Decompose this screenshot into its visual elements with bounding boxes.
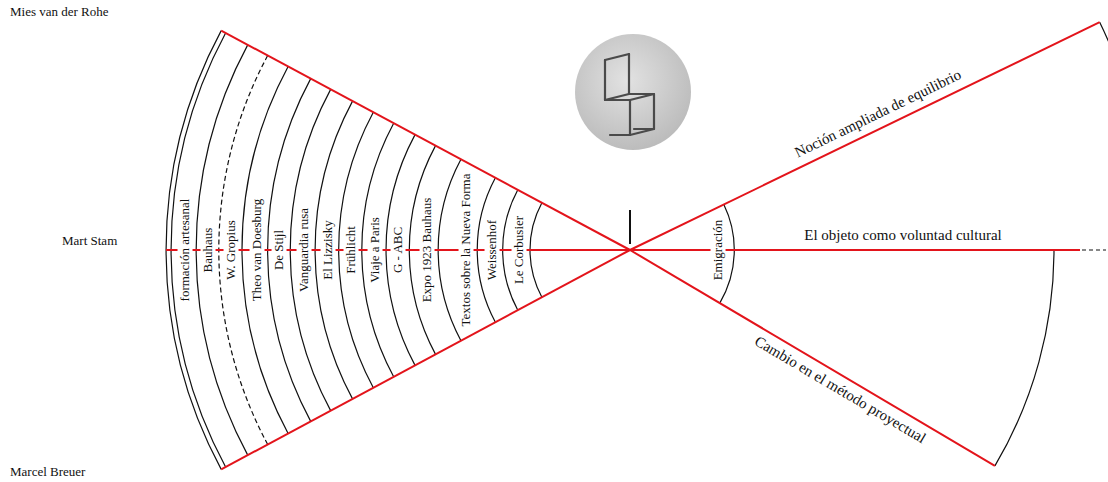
influence-label: Le Corbusier — [512, 214, 527, 286]
arc-label: Emigración — [711, 218, 726, 283]
person-name: Marcel Breuer — [8, 465, 87, 480]
influence-label: Theo van Doesburg — [249, 197, 264, 303]
chair-photo-disc — [575, 34, 691, 150]
influence-label: Bauhaus — [200, 226, 215, 275]
red-axis — [630, 249, 1080, 251]
concept-label: El objeto como voluntad cultural — [802, 227, 1003, 244]
influence-label: Expo 1923 Bauhaus — [420, 196, 435, 305]
influence-label: Textos sobre la Nueva Forma — [459, 172, 474, 329]
outer-arc — [1100, 22, 1108, 177]
influence-label: De Stijl — [272, 228, 287, 272]
influence-label: formación artesanal — [178, 197, 193, 304]
influence-label: Vanguardia rusa — [297, 206, 312, 294]
influence-label: El Lizzisky — [320, 218, 335, 282]
influence-label: Frühlicht — [343, 224, 358, 276]
influence-label: Viaje a Paris — [368, 215, 383, 285]
concept-label: Noción ampliada de equilibrio — [790, 66, 966, 163]
cantilever-chair — [605, 54, 654, 135]
person-name: Mies van der Rohe — [8, 5, 111, 20]
person-name: Mart Stam — [60, 234, 119, 249]
concept-label: Cambio en el método proyectual — [749, 332, 930, 449]
influence-label: G - ABC — [391, 225, 406, 275]
dashed-continuation — [1082, 249, 1106, 250]
pointer-tick — [629, 210, 631, 244]
red-ray — [630, 250, 995, 466]
influence-label: W. Gropius — [224, 218, 239, 281]
outer-arc — [995, 250, 1054, 466]
influence-label: Weissenhof — [484, 218, 499, 282]
red-ray — [630, 22, 1100, 250]
